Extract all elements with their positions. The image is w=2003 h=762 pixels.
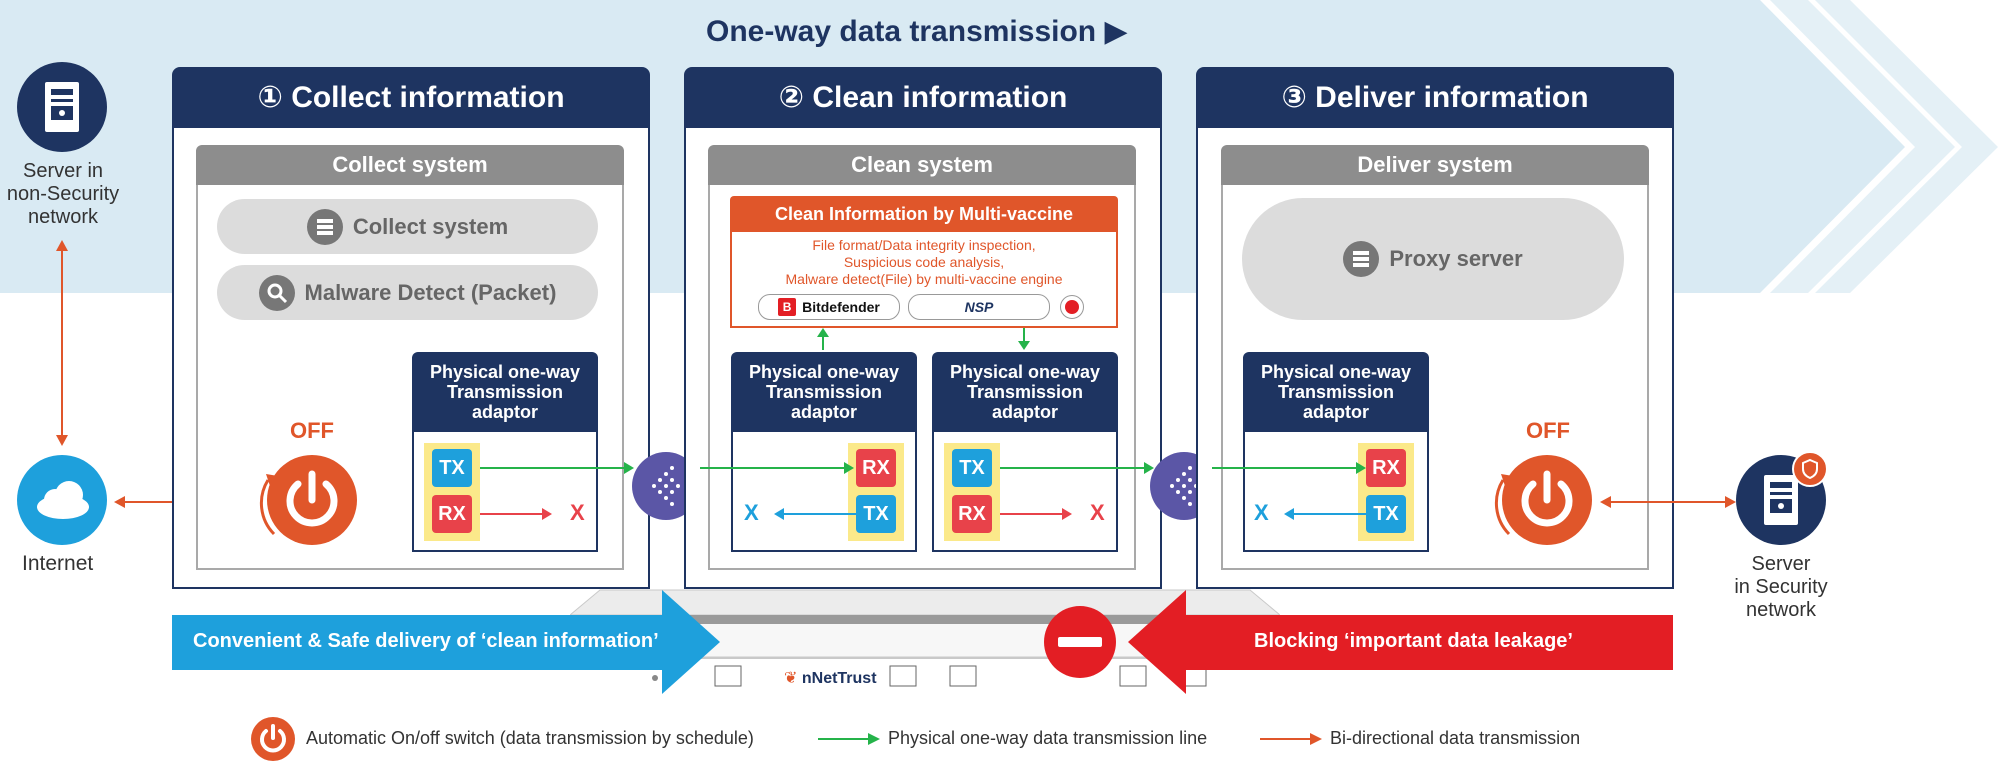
legend-bidirectional-label: Bi-directional data transmission	[1330, 728, 1581, 748]
diagram-title: One-way data transmission ▶	[706, 15, 1128, 48]
upload-arrow	[817, 328, 829, 350]
server-security-label: Server in Security network	[1734, 553, 1828, 621]
tx-port: TX	[856, 495, 896, 533]
tx-port: TX	[432, 449, 472, 487]
no-entry-icon	[1044, 606, 1116, 678]
server-non-security-label: Server in non-Security network	[6, 160, 120, 228]
brand-logo: ❦ nNetTrust	[784, 670, 877, 687]
rx-port: RX	[1366, 449, 1406, 487]
legend-one-way-arrow	[818, 733, 880, 745]
one-way-line-arrow	[700, 462, 854, 474]
shield-badge-icon	[1792, 451, 1828, 487]
block-x-mark: X	[570, 500, 585, 525]
stage-deliver-header: ③ Deliver information	[1196, 67, 1674, 128]
cloud-glyph-icon	[37, 481, 89, 519]
stage-clean-header: ② Clean information	[684, 67, 1162, 128]
vaccine-description: File format/Data integrity inspection, S…	[785, 237, 1063, 287]
tx-port: TX	[1366, 495, 1406, 533]
server-rack-icon	[306, 208, 343, 245]
block-x-mark: X	[1090, 500, 1105, 525]
server-glyph-icon	[1764, 475, 1798, 525]
legend-switch-label: Automatic On/off switch (data transmissi…	[306, 728, 754, 748]
deliver-system-header: Deliver system	[1221, 145, 1649, 185]
malware-detect-pill: Malware Detect (Packet)	[217, 265, 598, 320]
server-rack-icon	[1343, 241, 1380, 277]
blocking-arrow-banner	[1128, 590, 1673, 694]
server-icon	[17, 62, 107, 152]
proxy-server-pill: Proxy server	[1242, 198, 1624, 320]
multi-vaccine-header: Clean Information by Multi-vaccine	[730, 196, 1118, 232]
stage-collect-header: ① Collect information	[172, 67, 650, 128]
one-way-line-arrow	[1212, 462, 1366, 474]
block-x-mark: X	[744, 500, 759, 525]
server-glyph-icon	[45, 82, 79, 132]
one-way-line-arrow	[1000, 462, 1154, 474]
one-way-line-arrow	[480, 462, 634, 474]
delivery-arrow-banner	[172, 590, 720, 694]
rx-port: RX	[432, 495, 472, 533]
power-switch-icon	[259, 455, 357, 545]
internet-cloud-icon	[17, 455, 107, 545]
bitdefender-logo-icon: B	[778, 298, 797, 316]
rx-port: RX	[952, 495, 992, 533]
download-arrow	[1018, 328, 1030, 350]
blocked-arrow	[1284, 508, 1366, 520]
switch-off-label: OFF	[290, 418, 334, 443]
vaccine-logo-icon	[1060, 295, 1084, 319]
nsp-badge: NSP	[908, 294, 1050, 320]
blocking-banner-text: Blocking ‘important data leakage’	[1254, 630, 1573, 652]
block-x-mark: X	[1254, 500, 1269, 525]
legend-bidirectional-arrow	[1260, 733, 1322, 745]
clean-system-header: Clean system	[708, 145, 1136, 185]
delivery-banner-text: Convenient & Safe delivery of ‘clean inf…	[193, 630, 659, 652]
brand-mark-icon: ❦	[784, 670, 798, 687]
tx-port: TX	[952, 449, 992, 487]
collect-system-header: Collect system	[196, 145, 624, 185]
blocked-arrow	[480, 508, 552, 520]
bitdefender-badge: B Bitdefender	[758, 294, 900, 320]
bidirectional-secure-arrow	[1600, 496, 1736, 508]
collect-system-pill: Collect system	[217, 199, 598, 254]
bidirectional-vertical-arrow	[56, 240, 68, 446]
power-switch-icon	[1494, 455, 1592, 545]
legend-one-way-label: Physical one-way data transmission line	[888, 728, 1208, 748]
magnifier-icon	[258, 274, 295, 311]
legend-power-icon	[251, 717, 295, 761]
blocked-arrow	[1000, 508, 1072, 520]
internet-label: Internet	[22, 552, 94, 575]
rx-port: RX	[856, 449, 896, 487]
blocked-arrow	[774, 508, 856, 520]
switch-off-label: OFF	[1526, 418, 1570, 443]
